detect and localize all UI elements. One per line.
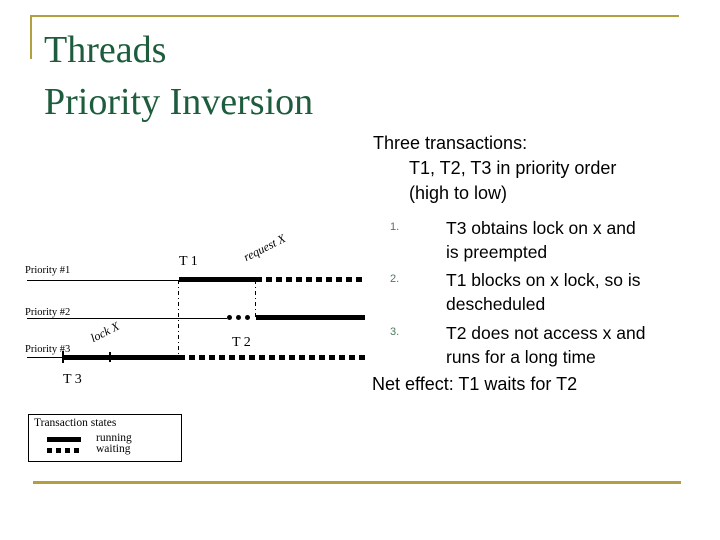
priority-1-timeline [27, 280, 179, 281]
list-item-1-number: 1. [390, 221, 400, 233]
priority-2-timeline [27, 318, 227, 319]
list-item-2-number: 2. [390, 273, 400, 285]
intro-line-1: Three transactions: [373, 133, 528, 153]
preemption-marker-line [178, 280, 179, 358]
t3-waiting-bar [179, 355, 365, 360]
slide-frame-top-line [30, 15, 679, 17]
t3-label: T 3 [63, 372, 82, 387]
t3-running-bar [63, 355, 179, 360]
request-x-annotation: request X [241, 231, 288, 265]
t3-start-tick [62, 351, 64, 363]
legend-waiting-swatch [47, 448, 80, 453]
t1-running-bar [179, 277, 256, 282]
slide-frame-bottom-line [33, 481, 681, 484]
lock-x-annotation: lock X [88, 318, 122, 346]
intro-line-2: T1, T2, T3 in priority order [409, 158, 617, 178]
list-item-1-text: T3 obtains lock on x and is preempted [446, 218, 636, 262]
slide-frame-left-line [30, 15, 32, 59]
priority-2-label: Priority #2 [25, 307, 71, 318]
priority-1-label: Priority #1 [25, 265, 71, 276]
legend-waiting-label: waiting [96, 443, 131, 455]
t2-start-dots [227, 315, 250, 320]
legend-running-label: running [96, 432, 132, 444]
slide-title: Threads Priority Inversion [44, 29, 314, 123]
list-item-3-text: T2 does not access x and runs for a long… [446, 323, 646, 367]
intro-line-3: (high to low) [409, 183, 508, 203]
request-marker-line [255, 280, 256, 320]
priority-3-label: Priority #3 [25, 344, 71, 355]
list-item-3-number: 3. [390, 326, 400, 338]
t3-lock-tick [109, 352, 111, 362]
t1-label: T 1 [179, 254, 198, 269]
t2-running-bar [256, 315, 365, 320]
list-item-2-text: T1 blocks on x lock, so is descheduled [446, 270, 641, 314]
t1-waiting-bar [256, 277, 365, 282]
legend-running-swatch [47, 437, 81, 442]
priority-3-timeline [27, 357, 64, 358]
t2-label: T 2 [232, 335, 251, 350]
net-effect-text: Net effect: T1 waits for T2 [372, 374, 578, 394]
legend-title: Transaction states [34, 417, 117, 429]
